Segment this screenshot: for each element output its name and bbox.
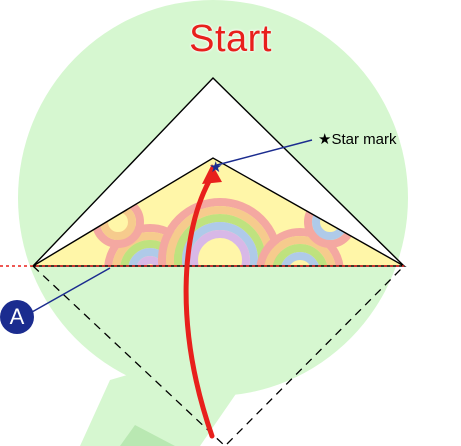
folded-triangle	[30, 157, 407, 267]
star-marker: ★	[209, 158, 222, 176]
point-a-badge: A	[0, 300, 34, 334]
fold-arrowhead	[202, 164, 222, 184]
star-leader-line	[216, 139, 313, 166]
paper-dashed-edges	[32, 265, 405, 446]
star-icon: ★	[318, 131, 332, 148]
star-mark-text: Star mark	[331, 131, 397, 148]
star-mark-label: ★Star mark	[318, 130, 396, 148]
diagram-title: Start	[189, 18, 272, 60]
fold-arrow	[183, 173, 215, 439]
point-a-leader-line	[31, 267, 111, 313]
paper-solid-edges	[32, 77, 405, 267]
background-shade	[120, 425, 175, 446]
